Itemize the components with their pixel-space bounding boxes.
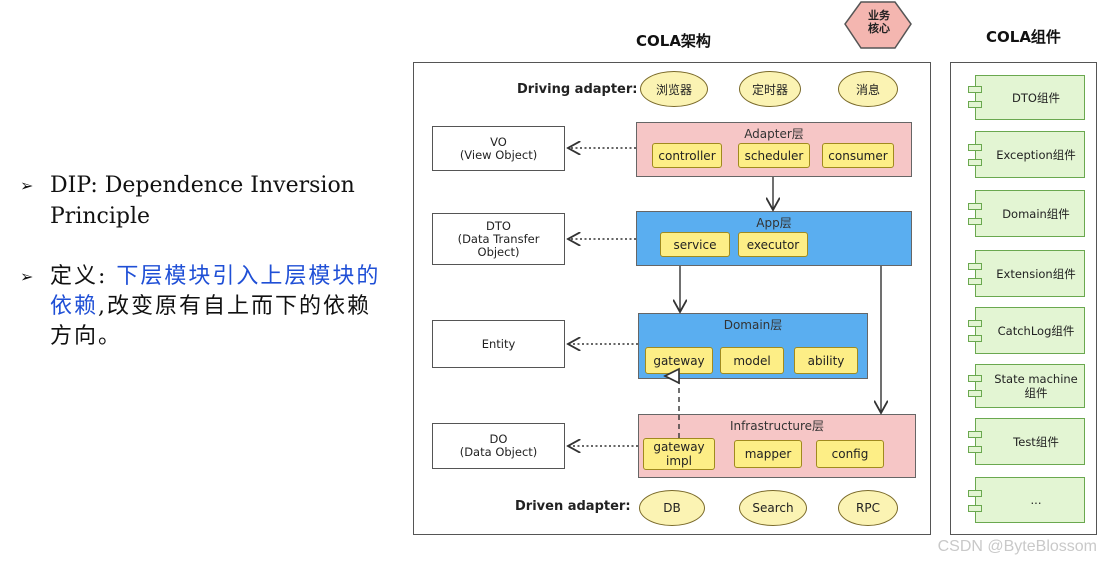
- bullet-dip-text: DIP: Dependence Inversion Principle: [50, 173, 355, 229]
- chip-consumer: consumer: [822, 143, 894, 168]
- entity-box: Entity: [432, 320, 565, 368]
- arrow-bullet-icon: ➢: [20, 176, 34, 195]
- bullet-dip: ➢ DIP: Dependence Inversion Principle: [20, 170, 390, 240]
- driving-message: 消息: [838, 71, 898, 107]
- component-extension-label: Extension组件: [996, 266, 1076, 281]
- component-domain: Domain组件: [968, 190, 1085, 237]
- arrow-bullet-icon: ➢: [20, 267, 34, 286]
- component-catchlog: CatchLog组件: [968, 307, 1085, 354]
- chip-model: model: [720, 347, 784, 374]
- cola-component-title: COLA组件: [986, 28, 1061, 46]
- chip-scheduler: scheduler: [738, 143, 810, 168]
- chip-gateway-impl: gateway impl: [643, 438, 715, 470]
- driving-timer: 定时器: [739, 71, 801, 107]
- watermark: CSDN @ByteBlossom: [937, 538, 1097, 555]
- vo-box: VO (View Object): [432, 126, 565, 171]
- component-state-machine: State machine 组件: [968, 364, 1085, 408]
- bullet-definition-text: 定义: 下层模块引入上层模块的依赖,改变原有自上而下的依赖方向。: [50, 262, 393, 352]
- bullet-definition: ➢ 定义: 下层模块引入上层模块的依赖,改变原有自上而下的依赖方向。: [20, 262, 390, 357]
- driving-browser: 浏览器: [640, 71, 708, 107]
- component-exception: Exception组件: [968, 131, 1085, 178]
- component-state-machine-label: State machine 组件: [994, 372, 1078, 400]
- driven-adapter-label: Driven adapter:: [515, 499, 631, 514]
- component-exception-label: Exception组件: [996, 147, 1076, 162]
- chip-service: service: [660, 232, 730, 257]
- component-extension: Extension组件: [968, 250, 1085, 297]
- driving-adapter-label: Driving adapter:: [517, 82, 638, 97]
- component-test-label: Test组件: [1013, 434, 1059, 449]
- infrastructure-layer-title: Infrastructure层: [729, 419, 825, 433]
- chip-config: config: [816, 440, 884, 468]
- chip-controller: controller: [652, 143, 722, 168]
- component-test: Test组件: [968, 418, 1085, 465]
- driven-search: Search: [739, 490, 807, 526]
- business-core-label: 业务 核心: [868, 9, 890, 35]
- app-layer-title: App层: [756, 216, 792, 230]
- definition-suffix: ,改变原有自上而下的依赖方向。: [50, 294, 372, 349]
- cola-arch-title: COLA架构: [636, 32, 711, 50]
- driven-db: DB: [639, 490, 705, 526]
- chip-ability: ability: [794, 347, 858, 374]
- component-more-label: ...: [1030, 493, 1042, 507]
- component-catchlog-label: CatchLog组件: [997, 323, 1075, 338]
- domain-layer-title: Domain层: [723, 318, 783, 332]
- dto-box: DTO (Data Transfer Object): [432, 213, 565, 265]
- adapter-layer-title: Adapter层: [744, 127, 804, 141]
- chip-executor: executor: [738, 232, 808, 257]
- component-domain-label: Domain组件: [1002, 206, 1070, 221]
- definition-prefix: 定义:: [50, 264, 108, 289]
- component-more: ...: [968, 477, 1085, 523]
- business-core-badge: [844, 1, 912, 49]
- chip-mapper: mapper: [734, 440, 802, 468]
- component-dto: DTO组件: [968, 75, 1085, 120]
- component-dto-label: DTO组件: [1012, 90, 1060, 105]
- do-box: DO (Data Object): [432, 423, 565, 469]
- definition-highlight: 下层模块引入上层模块的依赖: [50, 264, 381, 319]
- driven-rpc: RPC: [838, 490, 898, 526]
